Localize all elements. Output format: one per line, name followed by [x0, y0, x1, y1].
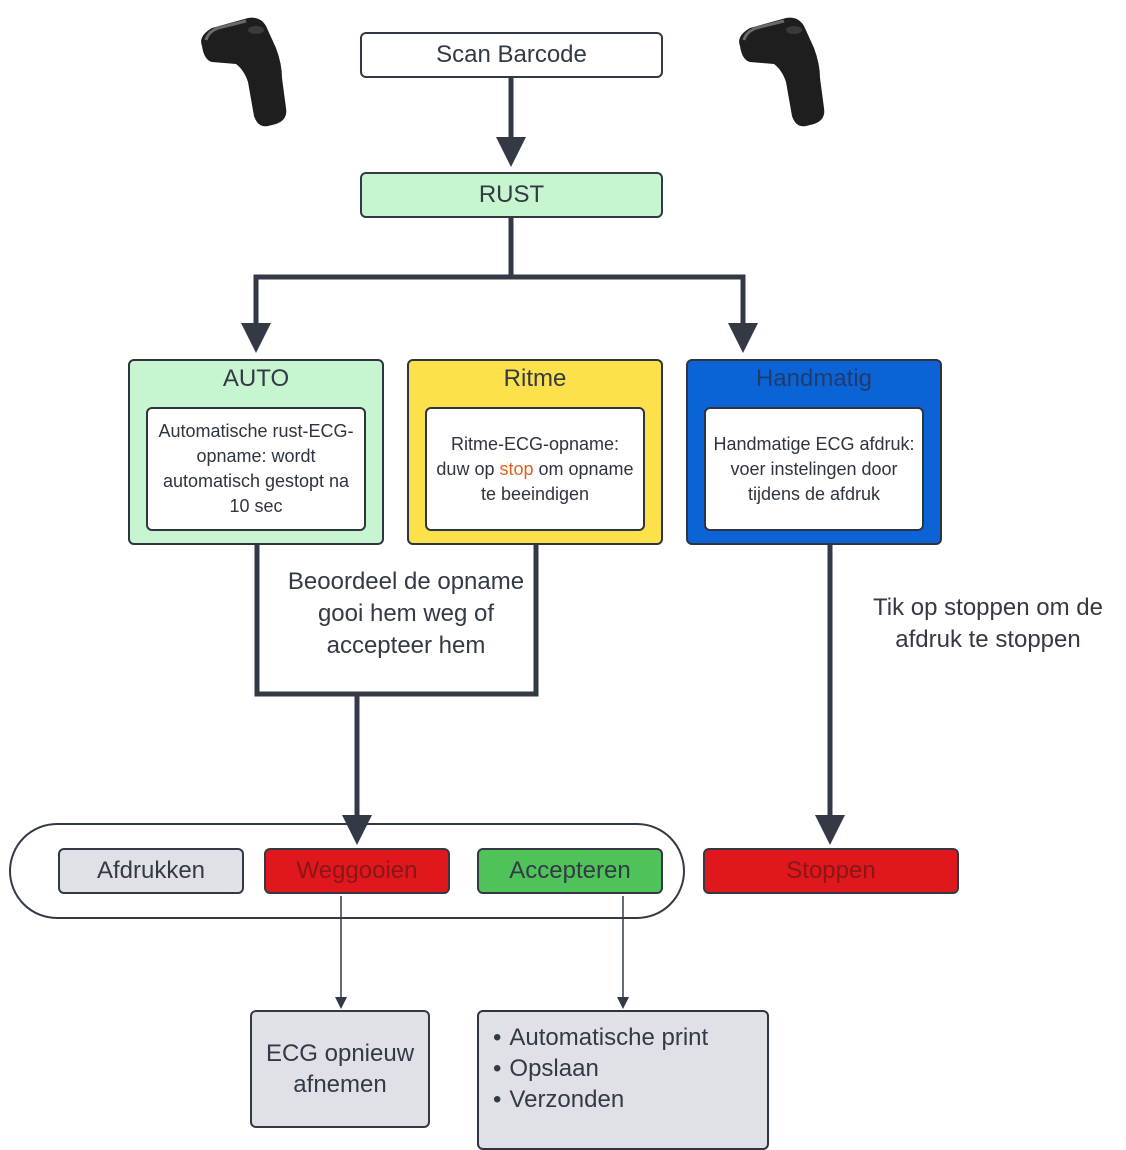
- rust-node: RUST: [360, 172, 663, 218]
- handmatig-mode-description: Handmatige ECG afdruk: voer instelingen …: [704, 407, 924, 531]
- list-item: Automatische print: [493, 1022, 767, 1053]
- ritme-mode-title: Ritme: [503, 365, 567, 392]
- barcode-scanner-icon: [728, 8, 863, 138]
- ritme-mode-node: Ritme Ritme-ECG-opname: duw op stop om o…: [407, 359, 663, 545]
- accepteren-button[interactable]: Accepteren: [477, 848, 663, 894]
- review-note: Beoordeel de opname gooi hem weg of acce…: [287, 568, 525, 659]
- auto-mode-title: AUTO: [222, 365, 290, 392]
- accept-outcome-list: Automatische print Opslaan Verzonden: [477, 1010, 769, 1150]
- connector-to-handmatig: [511, 274, 758, 353]
- handmatig-mode-title: Handmatig: [755, 365, 873, 392]
- auto-mode-description: Automatische rust-ECG-opname: wordt auto…: [146, 407, 366, 531]
- connector-to-auto: [241, 274, 511, 353]
- weggooien-button[interactable]: Weggooien: [264, 848, 450, 894]
- auto-mode-node: AUTO Automatische rust-ECG-opname: wordt…: [128, 359, 384, 545]
- list-item: Verzonden: [493, 1084, 767, 1115]
- ritme-desc-before: Ritme-ECG-opname: duw op: [436, 433, 620, 479]
- list-item: Opslaan: [493, 1053, 767, 1084]
- handmatig-mode-node: Handmatig Handmatige ECG afdruk: voer in…: [686, 359, 942, 545]
- stoppen-button[interactable]: Stoppen: [703, 848, 959, 894]
- scan-barcode-node: Scan Barcode: [360, 32, 663, 78]
- afdrukken-button[interactable]: Afdrukken: [58, 848, 244, 894]
- action-group-outline: [9, 823, 685, 919]
- ritme-mode-description: Ritme-ECG-opname: duw op stop om opname …: [425, 407, 645, 531]
- retake-ecg-outcome: ECG opnieuw afnemen: [250, 1010, 430, 1128]
- ritme-desc-stop-highlight: stop: [499, 458, 534, 479]
- stop-note: Tik op stoppen om de afdruk te stoppen: [873, 594, 1103, 653]
- ritme-desc-after: om opname te beeindigen: [480, 458, 634, 504]
- connector-auto-ritme-merge: [254, 545, 539, 697]
- barcode-scanner-icon: [190, 8, 325, 138]
